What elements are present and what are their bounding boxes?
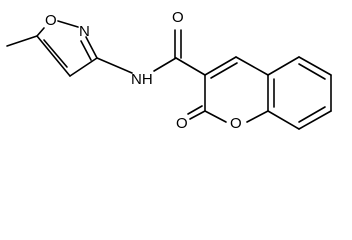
amide-group <box>96 29 206 76</box>
atom-label-isoxazole-oxygen: O <box>45 12 57 29</box>
bond-c4-c5 <box>36 35 71 77</box>
bond-n2-c3-inner <box>80 40 92 61</box>
atom-label-chromene-ring-oxygen: O <box>230 115 242 132</box>
bond-c2-lactone-o <box>189 110 206 120</box>
coumarin-core <box>187 56 332 130</box>
bond-c3-c4-chromene-inner <box>210 62 238 79</box>
bond-c3-c4 <box>69 57 98 77</box>
bond-c4a-c5 <box>267 56 300 76</box>
bond-c7-c8-inner <box>298 106 326 123</box>
bond-c3-c4-chromene <box>204 56 237 76</box>
atom-label-isoxazole-nitrogen: N <box>79 23 90 40</box>
bond-carbonyl-c3-chromene <box>175 57 206 76</box>
bond-c4-c5-inner <box>43 39 68 68</box>
bond-c7-c8 <box>298 110 332 130</box>
atom-label-lactone-oxygen: O <box>176 115 188 132</box>
bond-c8-c8a <box>267 110 300 130</box>
bond-c5-c6 <box>298 56 332 76</box>
atom-label-amide-oxygen: O <box>172 9 184 26</box>
atom-label-amide-nh: NH <box>131 71 153 88</box>
molecule-structure-diagram: O N O NH O O <box>6 9 332 132</box>
bond-c2-lactone-o-double <box>187 105 203 115</box>
bond-n2-c3 <box>85 36 98 59</box>
bond-o1-n2 <box>57 20 79 28</box>
bond-c8a-o1 <box>246 110 269 123</box>
bond-nh-carbonyl <box>153 57 177 72</box>
bond-o1-c2 <box>204 110 227 123</box>
bond-c3-nh <box>96 57 133 74</box>
bond-methyl <box>6 35 38 47</box>
bond-c5-o1 <box>36 27 45 37</box>
bond-c4-c4a <box>235 56 269 76</box>
isoxazole-ring <box>6 20 98 77</box>
bond-c5-c6-inner <box>298 63 326 80</box>
